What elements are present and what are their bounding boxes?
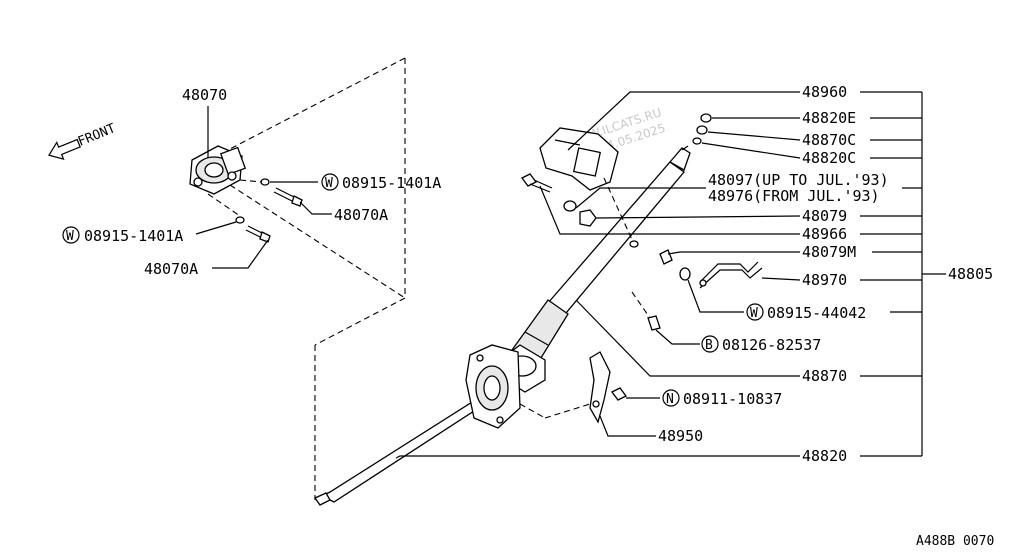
leader-lines	[195, 91, 801, 459]
part-48070-steering-lock[interactable]	[189, 145, 247, 195]
callout-number: 08915-1401A	[342, 174, 441, 192]
exploded-view-frame	[227, 57, 406, 500]
callout-prefix-circle	[701, 335, 719, 353]
part-48820C-ring[interactable]	[692, 137, 702, 145]
callout-48960[interactable]: 48960	[802, 83, 847, 101]
callout-08126-82537[interactable]: B 08126-82537	[701, 335, 821, 354]
group-bracket-48805	[860, 91, 946, 457]
callout-48079M[interactable]: 48079M	[802, 243, 856, 261]
callout-prefix: W	[66, 229, 74, 244]
callout-prefix-circle	[662, 389, 680, 407]
part-48070A-bolt-lower[interactable]	[245, 225, 271, 243]
callout-number: 08126-82537	[722, 336, 821, 354]
column-clamp-bolt	[629, 240, 639, 248]
callout-prefix-circle	[746, 303, 764, 321]
callout-number: 08915-1401A	[84, 227, 183, 245]
callout-48870[interactable]: 48870	[802, 367, 847, 385]
part-08911-10837-nut[interactable]	[611, 387, 627, 401]
callout-48820C[interactable]: 48820C	[802, 149, 856, 167]
part-48950-bracket[interactable]	[589, 351, 611, 424]
callout-prefix: B	[705, 338, 713, 353]
part-48070A-bolt-upper[interactable]	[273, 187, 303, 207]
callout-48805[interactable]: 48805	[948, 265, 993, 283]
front-direction-indicator: FRONT	[48, 121, 118, 160]
part-08915-washer-lower[interactable]	[235, 216, 245, 224]
diagram-code: A488B 0070	[916, 534, 994, 549]
column-mounting-flange	[465, 344, 521, 429]
part-48097-48976-spacer[interactable]	[563, 200, 577, 212]
callout-48079[interactable]: 48079	[802, 207, 847, 225]
part-48870C-washer[interactable]	[696, 125, 708, 135]
callout-48976[interactable]: 48976(FROM JUL.'93)	[708, 187, 880, 205]
callout-08915-1401A-upper[interactable]: W 08915-1401A	[321, 173, 441, 192]
callout-08915-1401A-lower[interactable]: W 08915-1401A	[62, 226, 183, 245]
callout-48070A-upper[interactable]: 48070A	[334, 206, 388, 224]
part-48870-column-tube[interactable]	[511, 161, 685, 367]
part-08126-82537-bolt[interactable]	[631, 291, 661, 331]
part-48079M-clip[interactable]	[659, 249, 673, 265]
callout-08911-10837[interactable]: N 08911-10837	[662, 389, 782, 408]
callout-prefix: W	[750, 306, 758, 321]
callout-number: 08915-44042	[767, 304, 866, 322]
callout-08915-44042[interactable]: W 08915-44042	[746, 303, 866, 322]
part-48079-nut[interactable]	[579, 209, 597, 227]
callout-prefix-circle	[62, 226, 80, 244]
callout-48097[interactable]: 48097(UP TO JUL.'93)	[708, 171, 889, 189]
callout-48820E[interactable]: 48820E	[802, 109, 856, 127]
callout-48070A-lower[interactable]: 48070A	[144, 260, 198, 278]
callout-prefix: W	[325, 176, 333, 191]
part-48966-bolt[interactable]	[521, 173, 553, 193]
part-48960-bracket[interactable]	[539, 127, 619, 191]
callout-48870C[interactable]: 48870C	[802, 131, 856, 149]
callout-48820[interactable]: 48820	[802, 447, 847, 465]
callout-prefix: N	[666, 392, 674, 407]
front-arrow-icon	[48, 138, 81, 160]
callout-48950[interactable]: 48950	[658, 427, 703, 445]
callout-number: 08911-10837	[683, 390, 782, 408]
callout-48070[interactable]: 48070	[182, 86, 227, 104]
part-48970-lever[interactable]	[699, 261, 763, 289]
front-label: FRONT	[76, 121, 118, 150]
callout-48970[interactable]: 48970	[802, 271, 847, 289]
callout-48966[interactable]: 48966	[802, 225, 847, 243]
part-48820C-shaft-top[interactable]	[668, 145, 691, 171]
part-48820E-snap-ring[interactable]	[700, 113, 712, 123]
part-08915-44042-washer[interactable]	[679, 267, 691, 281]
part-08915-washer-upper[interactable]	[260, 178, 270, 186]
callout-prefix-circle	[321, 173, 339, 191]
part-48820-column-shaft[interactable]	[314, 391, 496, 506]
